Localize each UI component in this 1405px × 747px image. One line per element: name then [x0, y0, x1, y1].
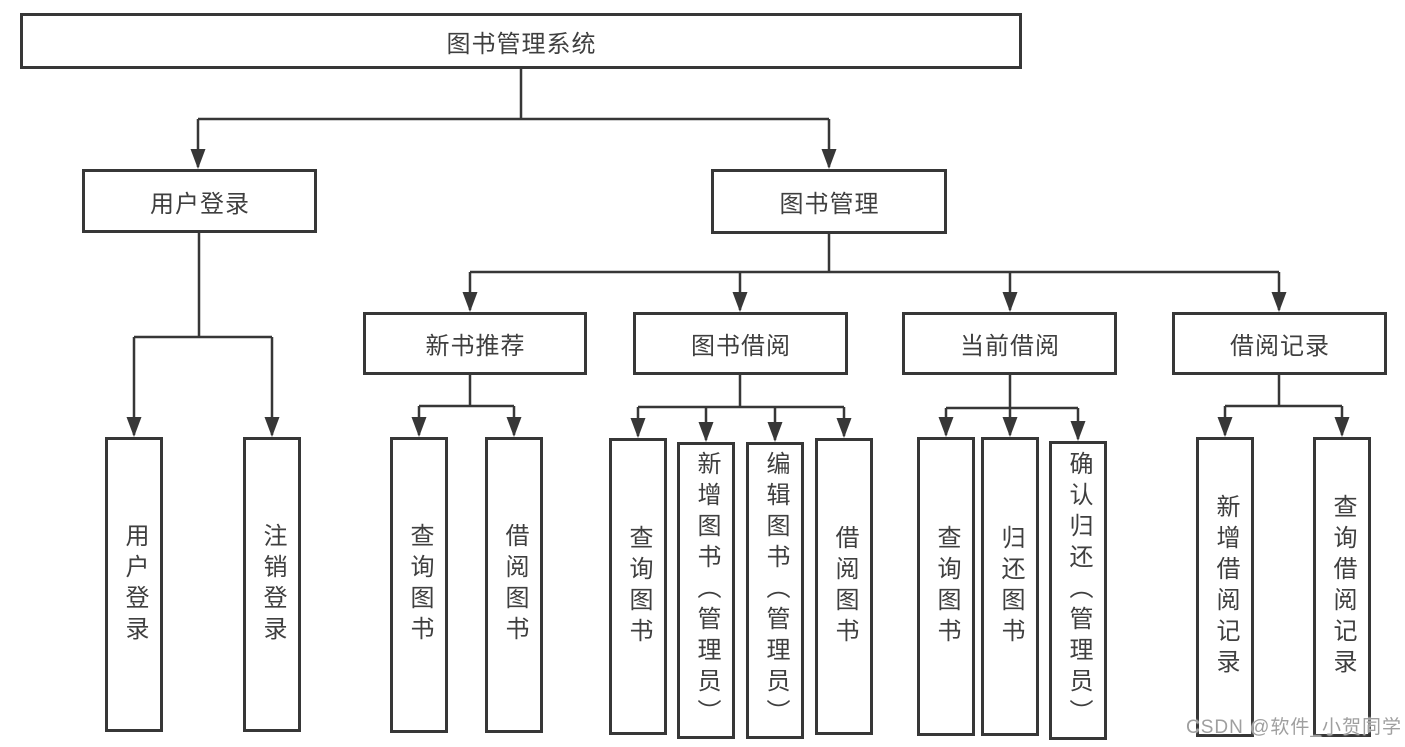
node-current-borrowing: 当前借阅 — [902, 312, 1117, 375]
leaf-add-borrow-record: 新增借阅记录 — [1196, 437, 1254, 737]
node-book-borrowing: 图书借阅 — [633, 312, 848, 375]
leaf-label: 归还图书 — [997, 524, 1024, 649]
connector-borrow-records-to-leaves — [1223, 375, 1344, 435]
node-label: 图书借阅 — [691, 333, 791, 360]
connector-current-borrow-to-leaves — [944, 375, 1080, 439]
node-label: 图书管理 — [779, 191, 880, 218]
connector-book-management-to-level3 — [468, 234, 1281, 310]
connector-new-book-recommend-to-leaves — [417, 375, 516, 435]
node-label: 借阅记录 — [1230, 333, 1330, 360]
leaf-query-books-borrow: 查询图书 — [609, 438, 667, 735]
leaf-borrow-books: 借阅图书 — [815, 438, 873, 735]
leaf-label: 注销登录 — [259, 522, 286, 647]
connector-user-login-to-leaves — [132, 233, 274, 435]
node-borrowing-records: 借阅记录 — [1172, 312, 1387, 375]
leaf-label: 查询图书 — [625, 524, 652, 649]
node-label: 新书推荐 — [425, 333, 526, 360]
leaf-edit-book-admin: 编辑图书（管理员） — [746, 442, 804, 739]
leaf-user-login: 用户登录 — [105, 437, 163, 732]
node-label: 图书管理系统 — [446, 30, 597, 58]
leaf-label: 用户登录 — [121, 522, 148, 647]
connector-root-to-level2 — [196, 69, 831, 167]
leaf-label: 新增图书（管理员） — [693, 451, 720, 730]
leaf-label: 查询借阅记录 — [1329, 494, 1356, 680]
node-label: 当前借阅 — [960, 333, 1060, 360]
connector-book-borrow-to-leaves — [636, 375, 846, 440]
node-user-login: 用户登录 — [82, 169, 317, 233]
leaf-query-books-recommend: 查询图书 — [390, 437, 448, 733]
leaf-query-borrow-record: 查询借阅记录 — [1313, 437, 1371, 737]
watermark: CSDN @软件_小贺同学 — [1186, 717, 1402, 738]
leaf-label: 新增借阅记录 — [1212, 494, 1239, 680]
leaf-add-book-admin: 新增图书（管理员） — [677, 442, 735, 739]
connector-elbow-lines — [132, 69, 1344, 440]
leaf-logout: 注销登录 — [243, 437, 301, 732]
leaf-borrow-books-recommend: 借阅图书 — [485, 437, 543, 733]
leaf-confirm-return-admin: 确认归还（管理员） — [1049, 441, 1107, 740]
leaf-query-books-current: 查询图书 — [917, 437, 975, 736]
node-new-book-recommendation: 新书推荐 — [363, 312, 587, 375]
leaf-label: 确认归还（管理员） — [1065, 451, 1092, 730]
leaf-label: 借阅图书 — [831, 524, 858, 649]
node-label: 用户登录 — [150, 190, 250, 218]
leaf-label: 查询图书 — [933, 524, 960, 649]
leaf-label: 查询图书 — [406, 523, 433, 647]
leaf-return-book: 归还图书 — [981, 437, 1039, 736]
leaf-label: 借阅图书 — [501, 523, 528, 647]
leaf-label: 编辑图书（管理员） — [762, 451, 789, 730]
node-library-management-system: 图书管理系统 — [20, 13, 1022, 69]
node-book-management: 图书管理 — [711, 169, 947, 234]
